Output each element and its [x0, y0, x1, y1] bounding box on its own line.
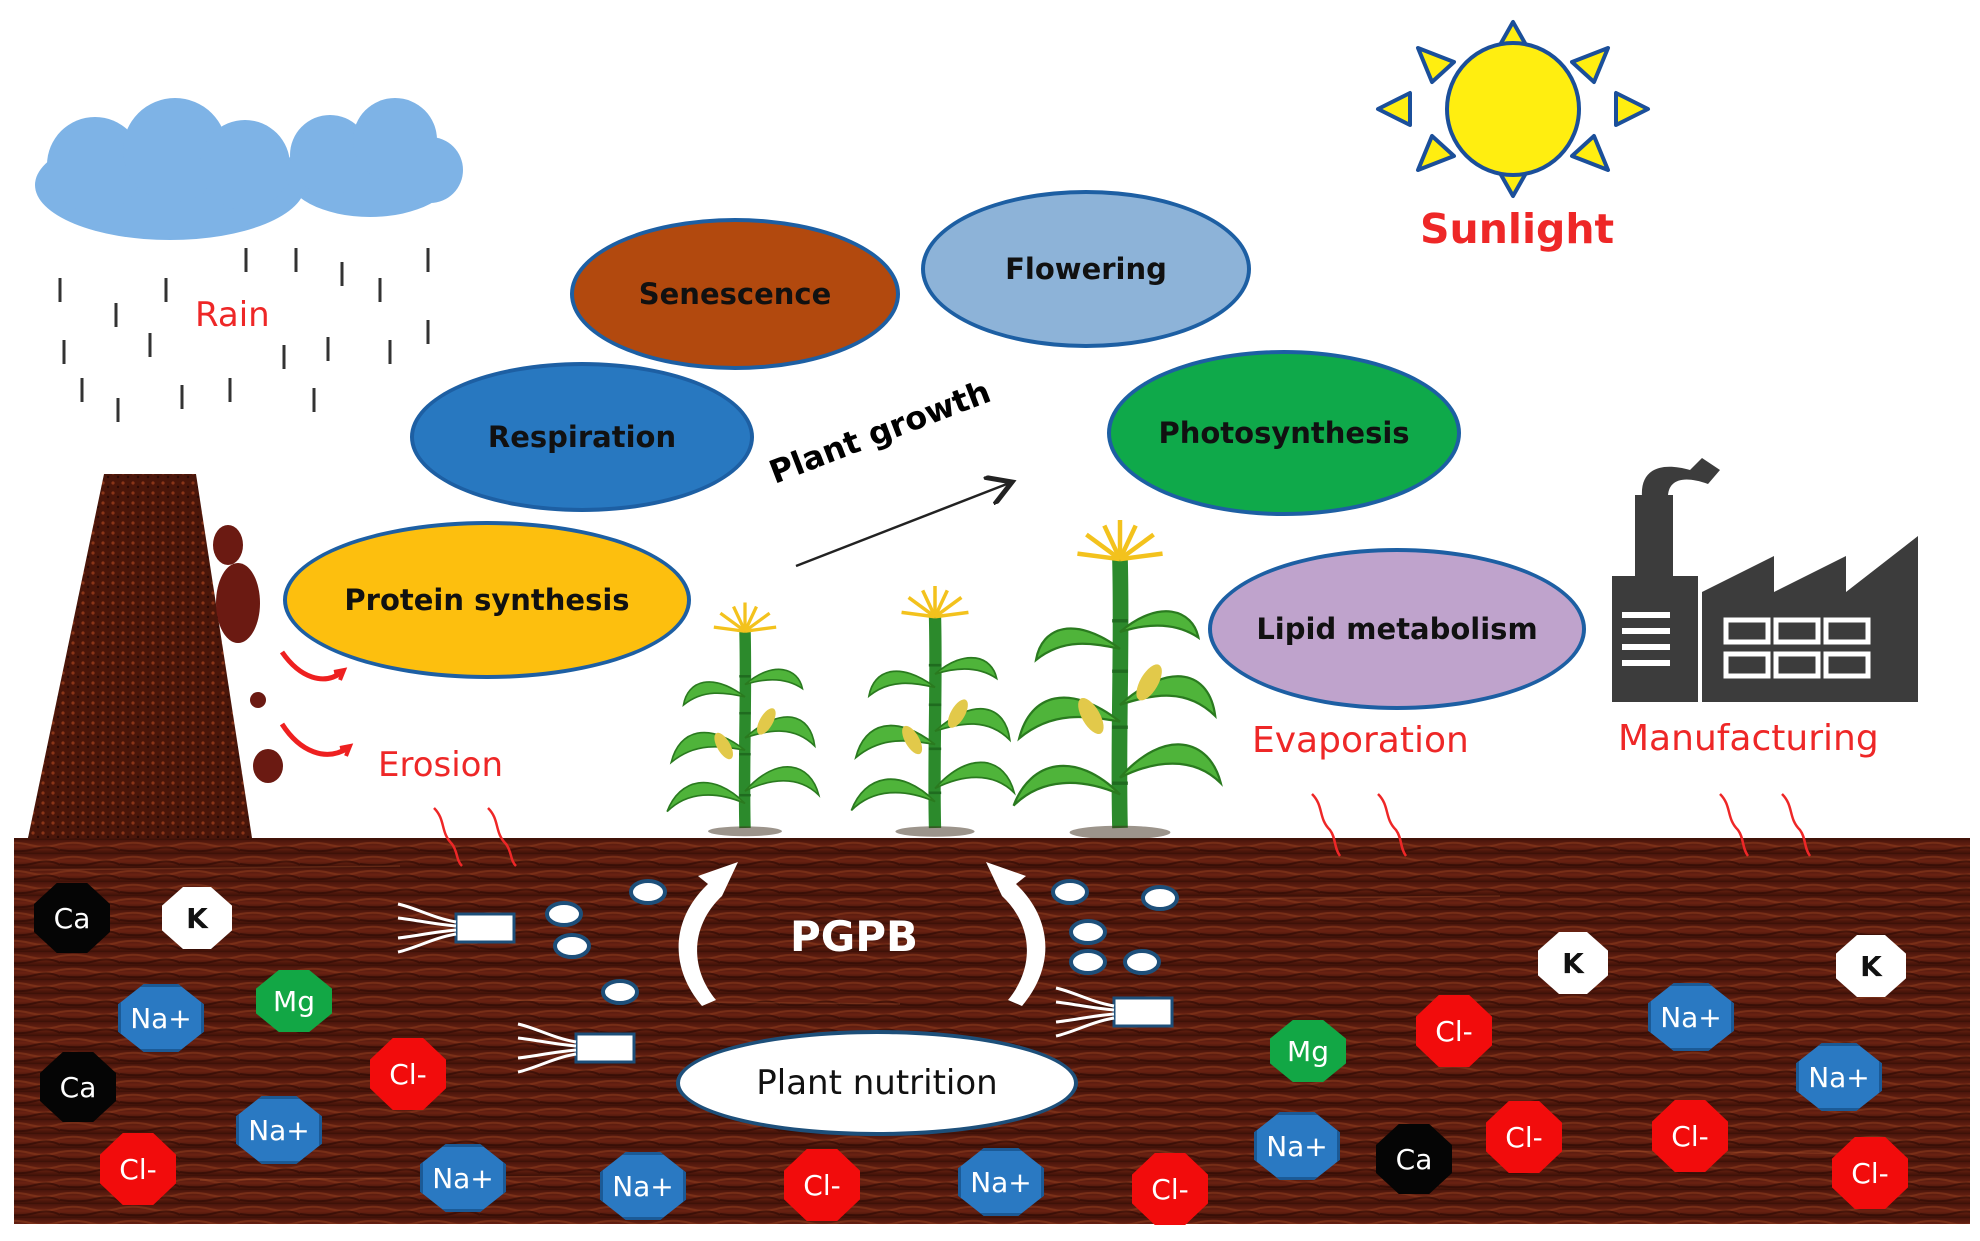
ion-na: Na+	[420, 1144, 506, 1212]
ion-na: Na+	[1648, 983, 1734, 1051]
ion-cl: Cl-	[1132, 1153, 1208, 1225]
pgpb-label: PGPB	[790, 912, 919, 961]
plant-nutrition-label: Plant nutrition	[676, 1030, 1078, 1136]
ion-ca: Ca	[34, 883, 110, 953]
ion-cl: Cl-	[1652, 1100, 1728, 1172]
ion-na: Na+	[958, 1148, 1044, 1216]
ion-na: Na+	[600, 1152, 686, 1220]
ion-cl: Cl-	[370, 1038, 446, 1110]
manufacturing-label: Manufacturing	[1618, 718, 1879, 759]
evaporation-label: Evaporation	[1252, 720, 1469, 761]
ion-k: K	[162, 887, 232, 949]
ion-na: Na+	[118, 984, 204, 1052]
process-senescence: Senescence	[570, 218, 900, 370]
ion-k: K	[1836, 935, 1906, 997]
plant-icon	[1014, 520, 1221, 839]
sunlight-label: Sunlight	[1420, 205, 1615, 253]
ion-cl: Cl-	[1416, 995, 1492, 1067]
ion-na: Na+	[1254, 1112, 1340, 1180]
ion-cl: Cl-	[784, 1149, 860, 1221]
ion-cl: Cl-	[100, 1133, 176, 1205]
ion-k: K	[1538, 932, 1608, 994]
ion-cl: Cl-	[1832, 1137, 1908, 1209]
factory-icon	[1612, 458, 1918, 702]
erosion-label: Erosion	[378, 745, 504, 785]
process-lipid-metabolism: Lipid metabolism	[1208, 548, 1586, 710]
eroding-particles	[213, 525, 283, 783]
sun-icon	[1376, 20, 1650, 198]
process-respiration: Respiration	[410, 362, 754, 512]
cloud-icon	[35, 98, 305, 240]
cloud-icon	[285, 98, 463, 217]
process-flowering: Flowering	[921, 190, 1251, 348]
plant-icon	[667, 603, 819, 837]
rain-drops	[58, 248, 430, 422]
growth-arrow	[795, 482, 1012, 568]
eroding-mound	[28, 474, 252, 838]
ion-ca: Ca	[1376, 1124, 1452, 1194]
process-protein-synthesis: Protein synthesis	[283, 521, 691, 679]
ion-na: Na+	[1796, 1043, 1882, 1111]
heat-squiggles	[433, 793, 1812, 867]
ion-mg: Mg	[1270, 1020, 1346, 1082]
ion-na: Na+	[236, 1096, 322, 1164]
rain-label: Rain	[195, 295, 270, 335]
plant-icon	[851, 586, 1014, 837]
ion-ca: Ca	[40, 1052, 116, 1122]
ion-mg: Mg	[256, 970, 332, 1032]
erosion-arrows	[279, 650, 354, 757]
cycle-arrows	[678, 862, 1046, 1006]
ion-cl: Cl-	[1486, 1101, 1562, 1173]
process-photosynthesis: Photosynthesis	[1107, 350, 1461, 516]
